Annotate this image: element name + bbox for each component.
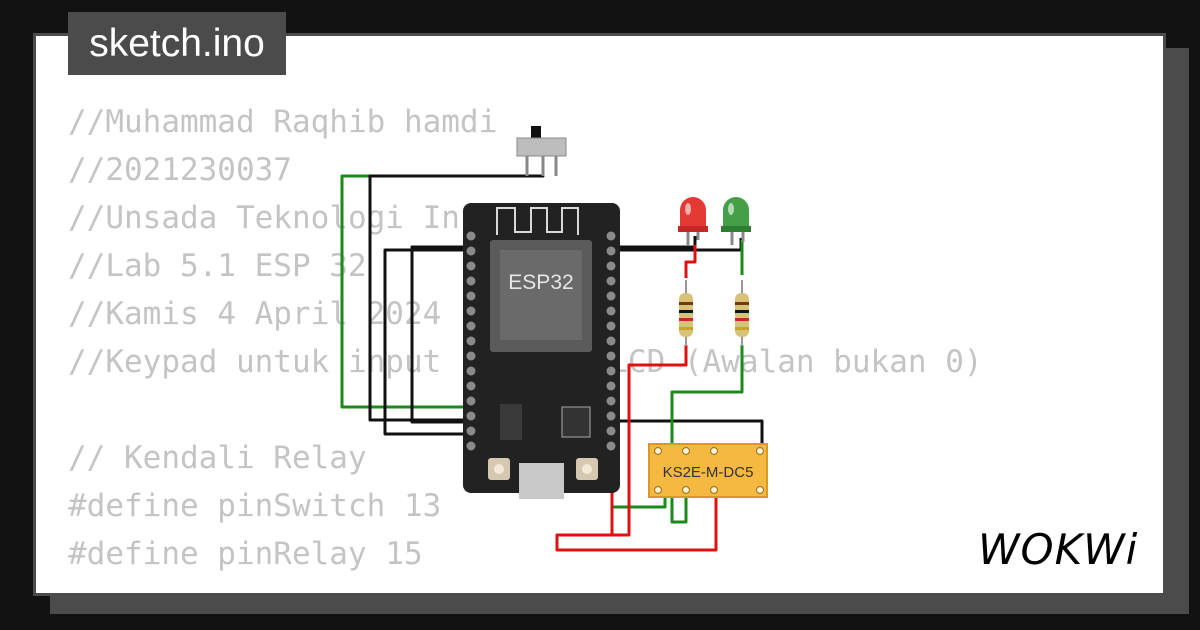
resistor-2[interactable]: [735, 280, 749, 346]
relay-label: KS2E-M-DC5: [663, 464, 754, 481]
code-line: #define pinRelay 15: [68, 536, 423, 572]
slide-switch[interactable]: [516, 126, 567, 176]
code-line: // Kendali Relay: [68, 440, 367, 476]
code-line: //2021230037: [68, 152, 292, 188]
wire-black-relay-coil: [612, 419, 764, 450]
green-led[interactable]: [721, 197, 751, 245]
code-line: //Kamis 4 April 2024: [68, 296, 442, 332]
code-line: //Lab 5.1 ESP 32: [68, 248, 367, 284]
esp32-board[interactable]: ESP32: [463, 203, 620, 499]
wokwi-logo: WOKWi: [978, 525, 1139, 574]
resistor-1[interactable]: [679, 280, 693, 346]
wire-red-relay-b: [555, 490, 718, 552]
filename-tab[interactable]: sketch.ino: [68, 12, 286, 75]
board-label: ESP32: [508, 271, 573, 294]
wire-red-led: [684, 245, 697, 278]
code-line: #define pinSwitch 13: [68, 488, 442, 524]
wire-red-relay-a: [610, 345, 688, 537]
relay-module[interactable]: KS2E-M-DC5: [648, 443, 768, 498]
red-led[interactable]: [678, 197, 708, 245]
code-preview: //Muhammad Raqhib hamdi//2021230037//Uns…: [68, 98, 1148, 578]
code-line: //Muhammad Raqhib hamdi: [68, 104, 498, 140]
wire-black-red-led: [410, 236, 697, 424]
